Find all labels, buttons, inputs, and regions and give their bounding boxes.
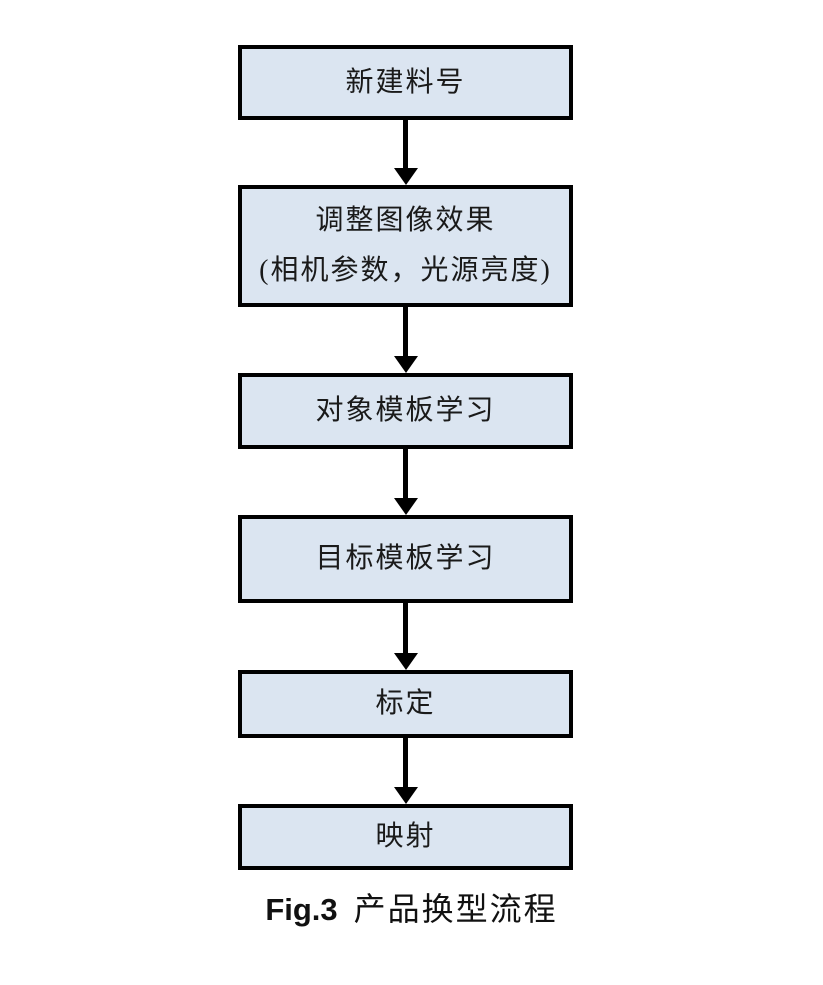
arrow-stem	[403, 449, 408, 498]
flow-node-calibration: 标定	[238, 670, 573, 738]
flow-node-target-template-learning: 目标模板学习	[238, 515, 573, 603]
arrow-down-icon	[393, 168, 418, 185]
flow-node-object-template-learning: 对象模板学习	[238, 373, 573, 449]
flow-arrow-5	[238, 738, 573, 804]
flow-node-label: 对象模板学习	[315, 395, 496, 427]
flow-arrow-3	[238, 449, 573, 515]
arrow-stem	[403, 603, 408, 653]
figure-caption-title: 产品换型流程	[353, 891, 558, 927]
flow-node-new-part-number: 新建料号	[238, 45, 573, 120]
flowchart: 新建料号 调整图像效果 (相机参数，光源亮度) 对象模板学习 目标模板学习	[238, 45, 573, 870]
figure-caption: Fig.3 产品换型流程	[0, 884, 823, 930]
arrow-down-icon	[393, 653, 418, 670]
flow-node-label: 标定	[375, 688, 436, 720]
flow-arrow-4	[238, 603, 573, 670]
flow-node-mapping: 映射	[238, 804, 573, 870]
flow-node-adjust-image-effect: 调整图像效果 (相机参数，光源亮度)	[238, 185, 573, 307]
flow-arrow-2	[238, 307, 573, 373]
figure-caption-label: Fig.3	[265, 892, 338, 927]
arrow-stem	[403, 120, 408, 168]
arrow-down-icon	[393, 356, 418, 373]
flow-node-label: 调整图像效果	[315, 204, 496, 236]
flow-node-label: 新建料号	[345, 66, 466, 98]
flow-node-label: 目标模板学习	[315, 543, 496, 575]
flow-node-label: 映射	[375, 821, 436, 853]
arrow-stem	[403, 307, 408, 356]
flow-arrow-1	[238, 120, 573, 185]
arrow-stem	[403, 738, 408, 787]
arrow-down-icon	[393, 498, 418, 515]
arrow-down-icon	[393, 787, 418, 804]
flow-node-sublabel: (相机参数，光源亮度)	[259, 255, 552, 286]
